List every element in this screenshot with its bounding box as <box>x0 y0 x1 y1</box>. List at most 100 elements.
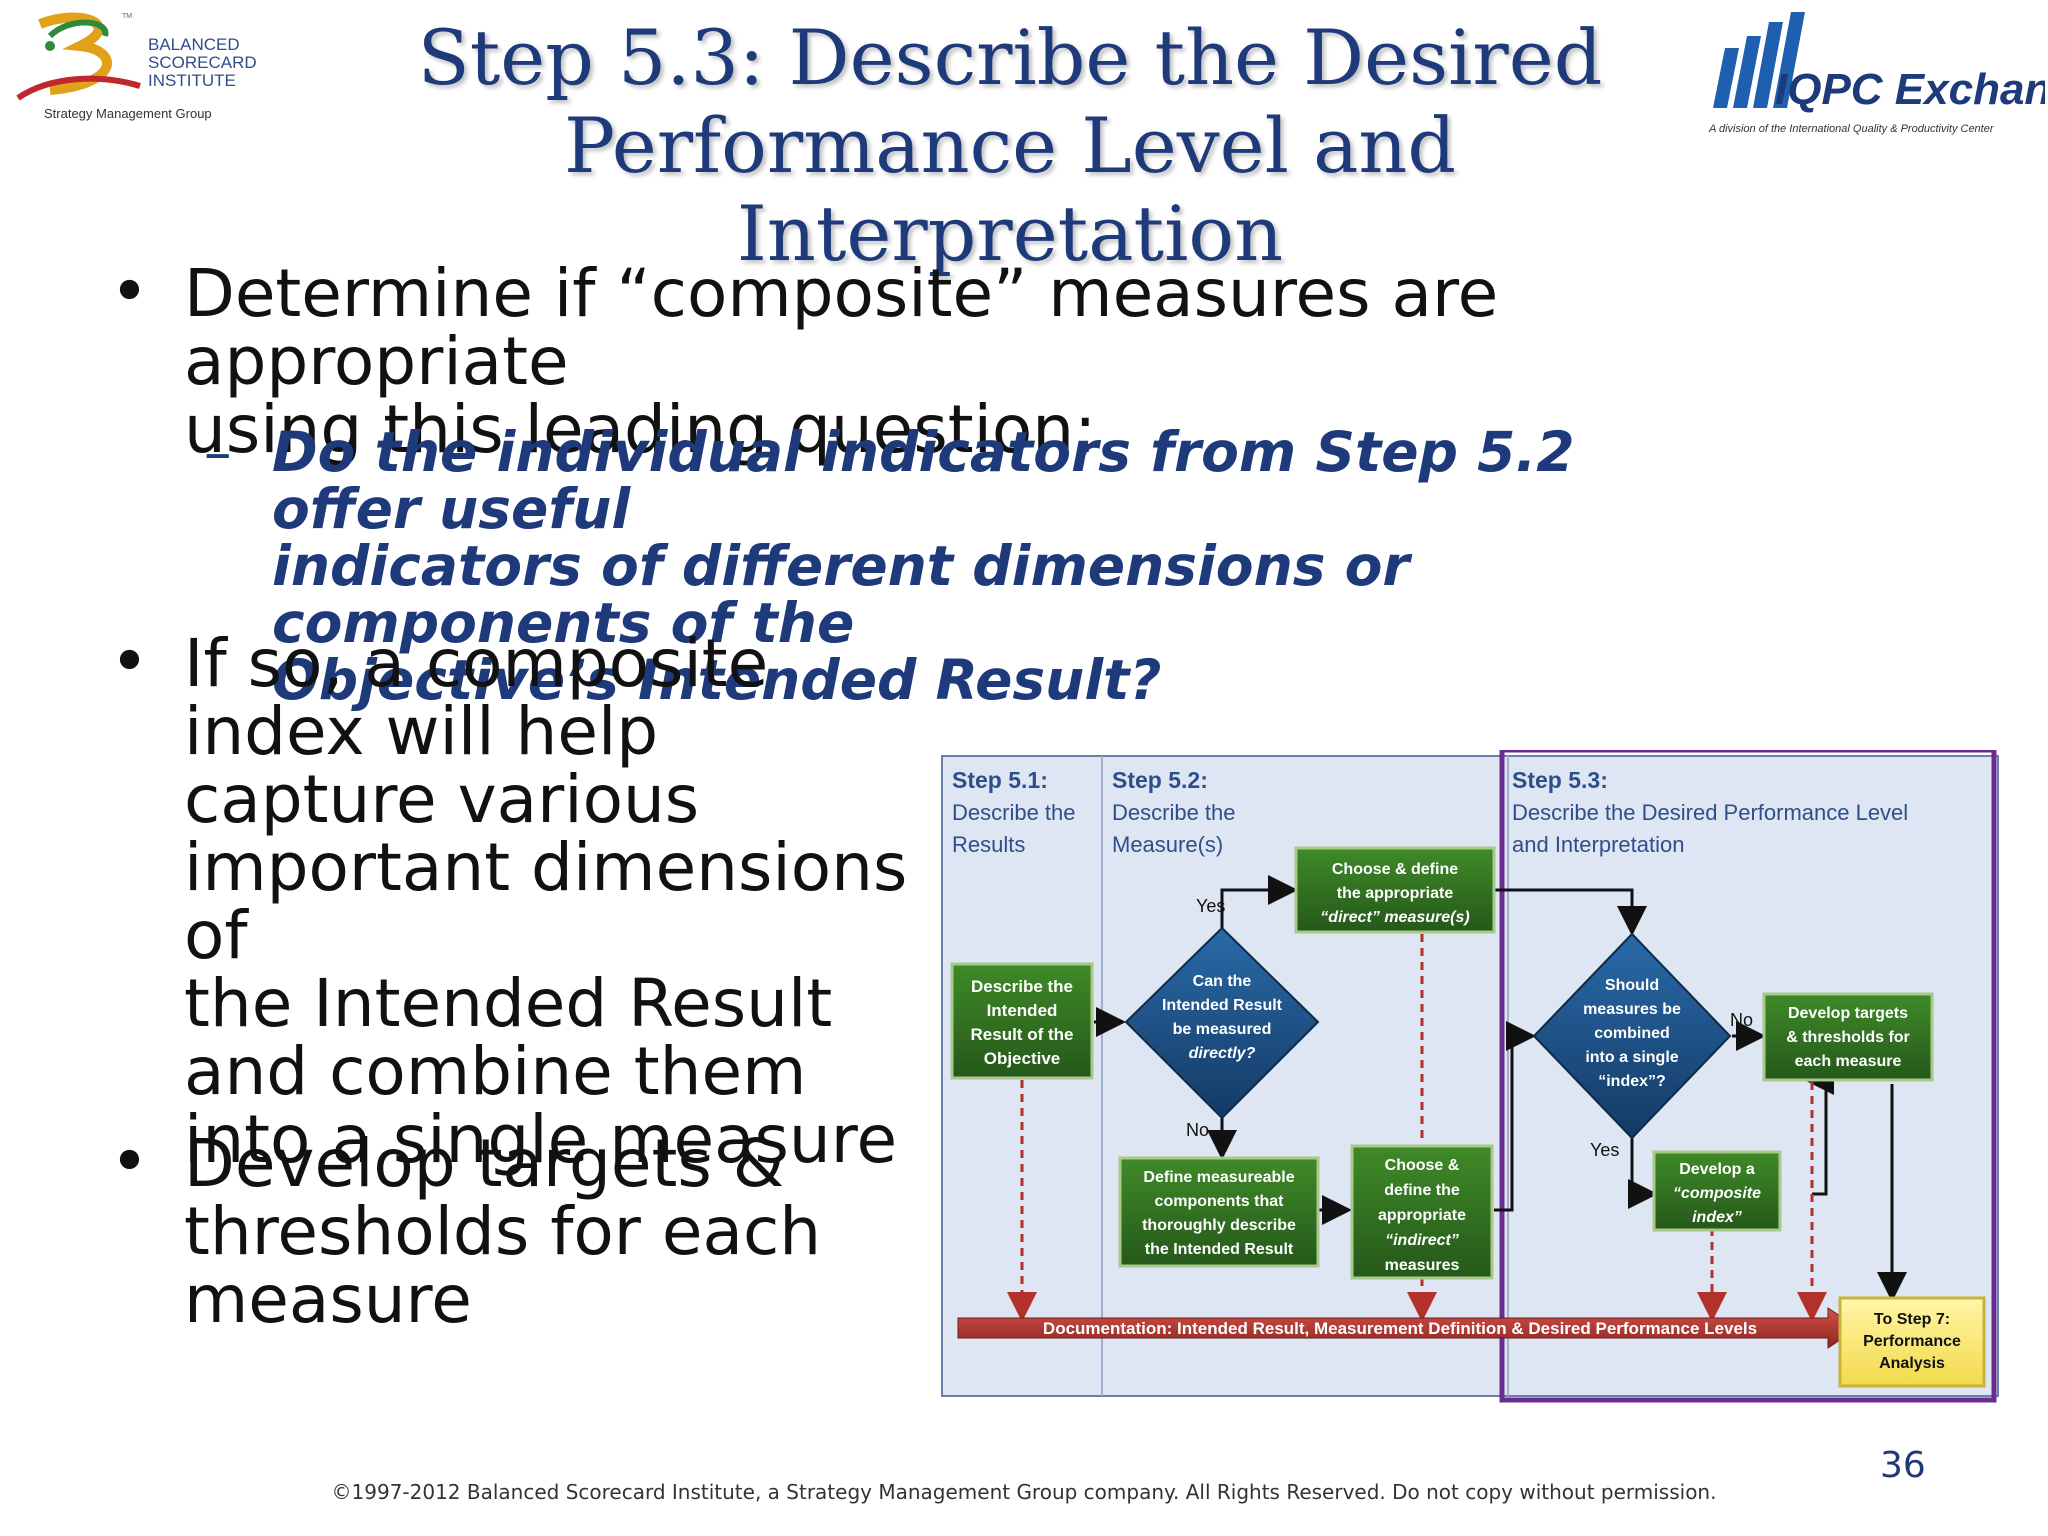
bullet-dot: • <box>110 1123 149 1200</box>
logo-name: IQPC Exchange <box>1775 65 2045 114</box>
label-no: No <box>1186 1120 1209 1140</box>
logo-line-2: SCORECARD <box>148 53 257 72</box>
step52-sub: Measure(s) <box>1112 832 1223 857</box>
diamond-text: measures be <box>1583 1001 1681 1018</box>
label-yes: Yes <box>1590 1140 1619 1160</box>
bullet3-line: measure <box>184 1261 472 1338</box>
bullet-composite-question: • Determine if “composite” measures are … <box>110 255 1804 468</box>
box-describe-intended-result <box>950 962 1094 1080</box>
diamond-text: Can the <box>1193 973 1252 990</box>
box-text: Develop a <box>1679 1161 1755 1178</box>
box-to-step-7 <box>1838 1296 1986 1388</box>
box-text: “direct” measure(s) <box>1320 909 1469 926</box>
title-line-2: Performance Level and Interpretation <box>564 101 1456 278</box>
bullet-dot: • <box>110 623 149 700</box>
step53-sub: Describe the Desired Performance Level <box>1512 800 1908 825</box>
bullet2-line: If so, a composite <box>184 625 769 702</box>
bullet-dot: • <box>110 253 149 330</box>
decision-measured-directly <box>1124 926 1320 1120</box>
bullet1-line-2: using this leading question: <box>184 391 1097 468</box>
box-text: To Step 7: <box>1874 1311 1950 1328</box>
box-indirect-measures <box>1350 1144 1494 1280</box>
sub-bullet-dash: – <box>204 420 232 484</box>
step-5-3-highlight-frame <box>1499 750 1997 1403</box>
box-text: Intended <box>987 1001 1058 1020</box>
iqpc-exchange-logo: IQPC Exchange A division of the Internat… <box>1708 12 2045 135</box>
page-title: Step 5.3: Describe the Desired Performan… <box>300 14 1720 278</box>
step52-sub: Describe the <box>1112 800 1236 825</box>
box-composite-index <box>1652 1150 1782 1232</box>
box-text: define the <box>1384 1182 1460 1199</box>
box-text: each measure <box>1795 1053 1902 1070</box>
bullet3-line: thresholds for each <box>184 1193 822 1270</box>
documentation-label: Documentation: Intended Result, Measurem… <box>1043 1319 1757 1338</box>
box-text: Choose & <box>1385 1157 1460 1174</box>
bullet2-line: into a single measure <box>184 1101 898 1178</box>
diamond-text: combined <box>1594 1025 1670 1042</box>
diamond-text: directly? <box>1189 1045 1256 1062</box>
logo-bar-1 <box>1713 48 1739 108</box>
logo-bar-4 <box>1773 12 1805 108</box>
box-direct-measures <box>1294 846 1496 934</box>
sub-line-3: Objective’s Intended Result? <box>272 648 1162 712</box>
bullet1-line-1: Determine if “composite” measures are ap… <box>184 255 1499 400</box>
logo-bar-3 <box>1753 22 1783 108</box>
sub-line-2: indicators of different dimensions or co… <box>272 534 1410 655</box>
bullet-composite-index: • If so, a composite index will help cap… <box>110 625 944 1178</box>
tm-mark: TM <box>122 13 132 20</box>
logo-tagline-right: A division of the International Quality … <box>1708 123 1995 135</box>
diamond-text: “index”? <box>1598 1073 1666 1090</box>
step51-sub: Results <box>952 832 1025 857</box>
box-text: the Intended Result <box>1145 1241 1294 1258</box>
label-yes: Yes <box>1196 896 1225 916</box>
decision-combine-index <box>1532 932 1732 1140</box>
bullet2-line: the Intended Result <box>184 965 833 1042</box>
bullet2-line: capture various <box>184 761 700 838</box>
balanced-scorecard-institute-logo: TM BALANCED SCORECARD INSTITUTE Strategy… <box>16 12 257 121</box>
diamond-text: into a single <box>1585 1049 1678 1066</box>
box-text: Objective <box>984 1049 1061 1068</box>
step53-sub: and Interpretation <box>1512 832 1684 857</box>
box-text: components that <box>1155 1193 1285 1210</box>
box-text: thoroughly describe <box>1142 1217 1296 1234</box>
diamond-text: be measured <box>1173 1021 1272 1038</box>
box-text: Analysis <box>1879 1355 1945 1372</box>
box-text: Develop targets <box>1788 1005 1908 1022</box>
bullet2-line: index will help <box>184 693 659 770</box>
box-develop-targets <box>1762 992 1934 1082</box>
bullet2-line: and combine them <box>184 1033 807 1110</box>
title-line-1: Step 5.3: Describe the Desired <box>417 13 1603 102</box>
box-text: index” <box>1692 1209 1742 1226</box>
diamond-text: Should <box>1605 977 1659 994</box>
diamond-text: Intended Result <box>1162 997 1283 1014</box>
bullet-targets: • Develop targets & thresholds for each … <box>110 1125 924 1338</box>
logo-bar-2 <box>1733 36 1761 108</box>
sub-line-1: Do the individual indicators from Step 5… <box>272 420 1575 541</box>
step51-sub: Describe the <box>952 800 1076 825</box>
step51-title: Step 5.1: <box>952 767 1048 793</box>
sub-bullet-question: – Do the individual indicators from Step… <box>204 420 1732 712</box>
box-text: measures <box>1385 1257 1460 1274</box>
logo-tagline: Strategy Management Group <box>44 106 212 121</box>
process-flow-diagram: Step 5.1: Describe the Results Step 5.2:… <box>941 750 1999 1403</box>
box-text: “indirect” <box>1385 1232 1459 1249</box>
step52-title: Step 5.2: <box>1112 767 1208 793</box>
box-text: Result of the <box>971 1025 1074 1044</box>
bullet2-line: important dimensions of <box>184 829 908 974</box>
box-text: Choose & define <box>1332 861 1458 878</box>
label-no: No <box>1730 1010 1753 1030</box>
box-text: Define measureable <box>1143 1169 1294 1186</box>
box-text: “composite <box>1673 1185 1761 1202</box>
box-text: Performance <box>1863 1333 1961 1350</box>
logo-line-3: INSTITUTE <box>148 71 236 90</box>
logo-line-1: BALANCED <box>148 35 240 54</box>
page-number: 36 <box>1880 1445 1926 1486</box>
box-text: Describe the <box>971 977 1073 996</box>
box-define-components <box>1118 1156 1320 1268</box>
box-text: the appropriate <box>1337 885 1454 902</box>
step53-title: Step 5.3: <box>1512 767 1608 793</box>
box-text: appropriate <box>1378 1207 1466 1224</box>
bullet3-line: Develop targets & <box>184 1125 785 1202</box>
box-text: & thresholds for <box>1786 1029 1910 1046</box>
copyright-footer: ©1997-2012 Balanced Scorecard Institute,… <box>331 1480 1717 1504</box>
